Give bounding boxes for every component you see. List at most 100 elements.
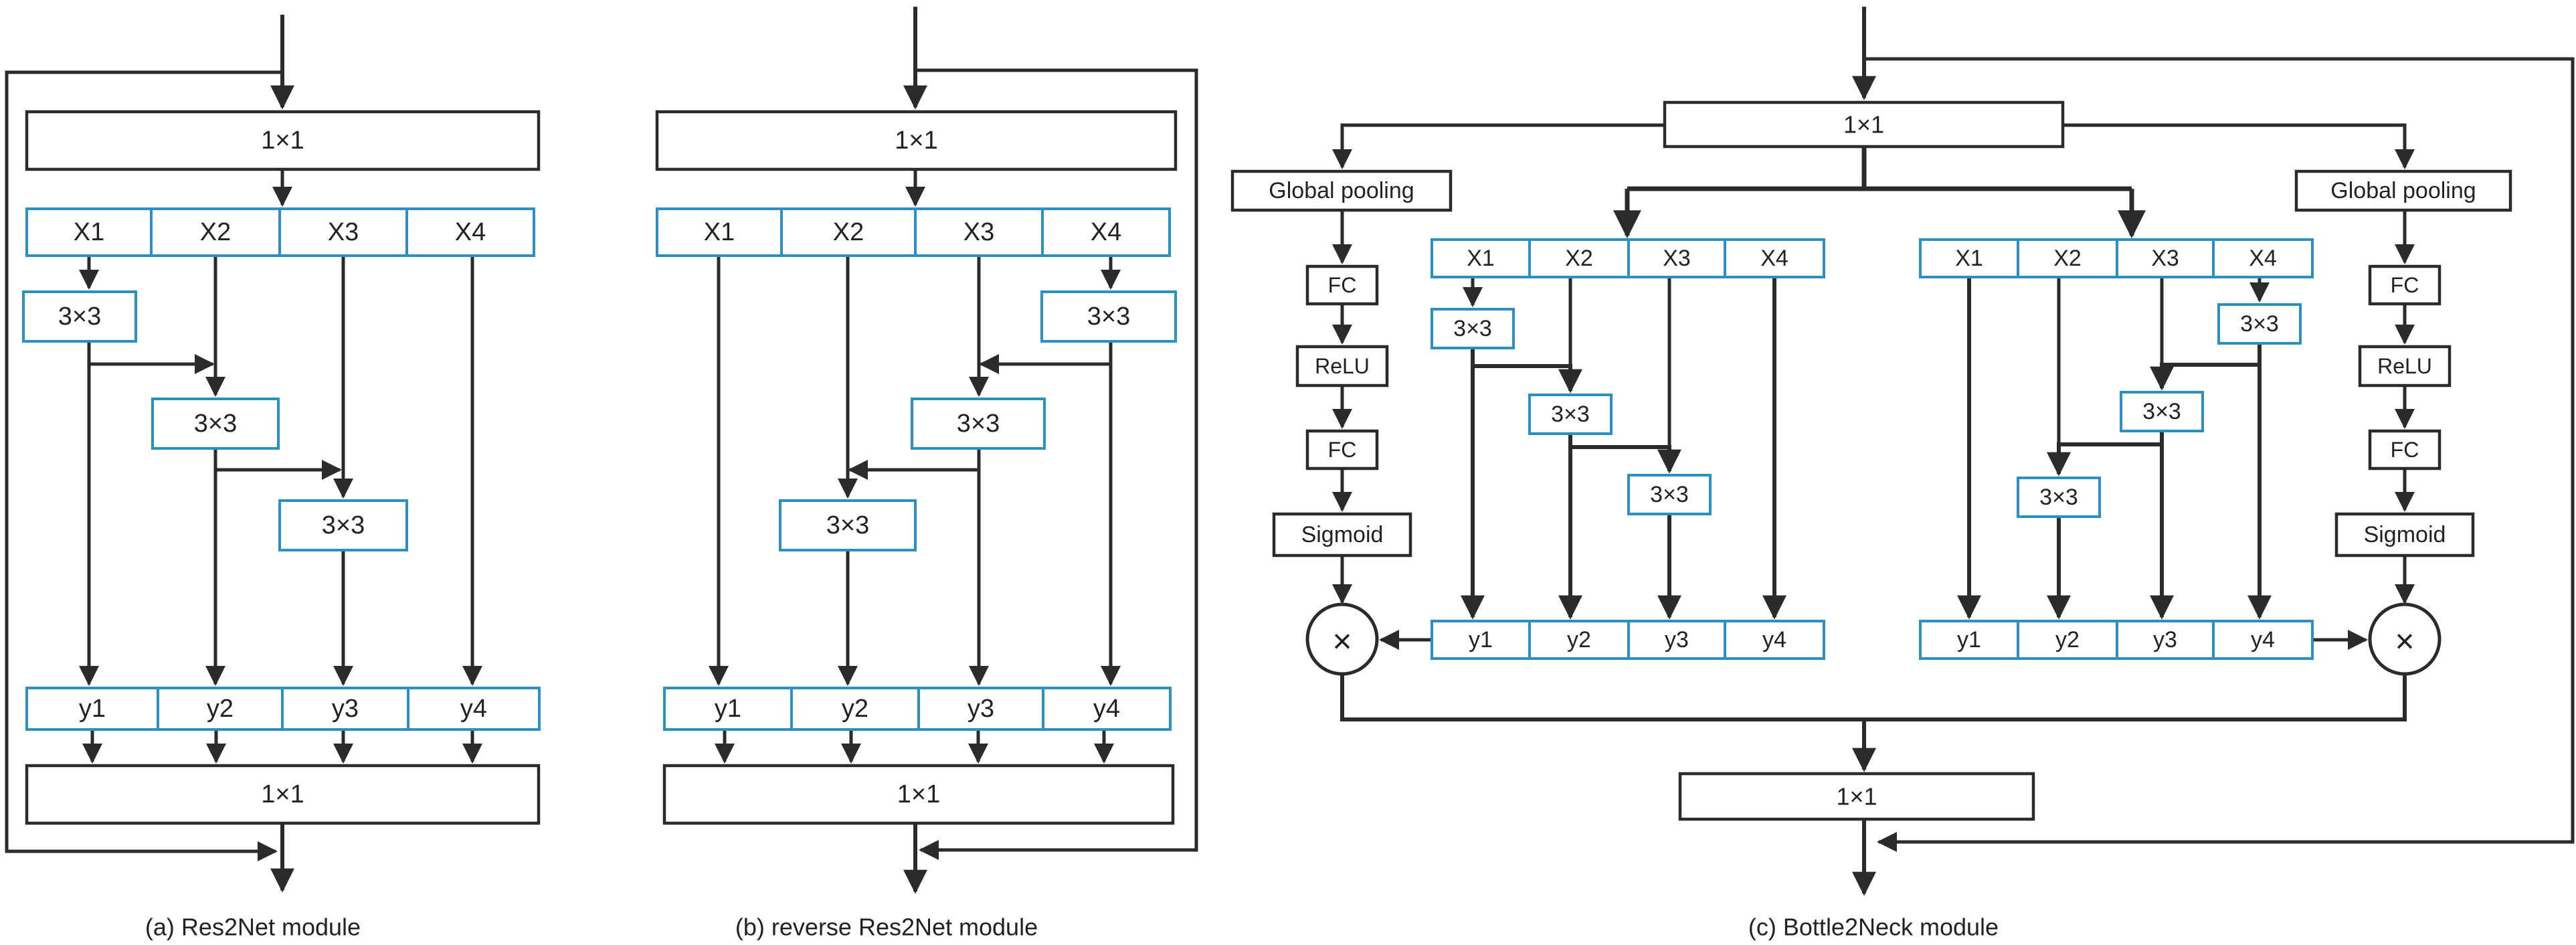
c-residual xyxy=(1864,57,2575,852)
a-conv3x3-1-label: 3×3 xyxy=(58,303,101,331)
c-inner-left-x-2 xyxy=(1528,238,1630,278)
b-conv1x1-bottom-label: 1×1 xyxy=(897,780,940,808)
c-inner-left-x-3-label: X3 xyxy=(1663,246,1691,271)
c-inner-right-y-4 xyxy=(2212,620,2314,660)
a-x-4-label: X4 xyxy=(455,218,486,246)
a-y-1-label: y1 xyxy=(79,695,106,723)
a-x-3-label: X3 xyxy=(328,218,359,246)
c-conv1x1-bottom xyxy=(1678,772,2035,821)
c-right-relu-label: ReLU xyxy=(2377,354,2432,378)
c-inner-left-conv3x3-2 xyxy=(1528,394,1613,435)
a-conv1x1-bottom xyxy=(25,764,541,825)
a-conv3x3-3 xyxy=(278,499,408,551)
c-left-global-pooling-label: Global pooling xyxy=(1269,178,1414,203)
c-left-fc-2 xyxy=(1305,429,1379,470)
b-y-3-label: y3 xyxy=(968,695,994,723)
c-right-global-pooling-label: Global pooling xyxy=(2330,178,2476,203)
a-x-4 xyxy=(405,207,535,257)
b-x-4-label: X4 xyxy=(1091,218,1121,246)
c-inner-right-x-1-label: X1 xyxy=(1955,246,1983,271)
c-right-fc-1-label: FC xyxy=(2391,273,2419,297)
a-x-2 xyxy=(150,207,281,257)
c-inner-right-arrow-feed1 xyxy=(2150,363,2260,391)
c-inner-left-arrow-feed2 xyxy=(1570,445,1681,474)
c-inner-right-x-1 xyxy=(1919,238,2019,278)
c-inner-left-conv3x3-1-label: 3×3 xyxy=(1453,316,1492,341)
c-right-fc-2-label: FC xyxy=(2391,438,2419,462)
b-conv1x1-bottom xyxy=(662,764,1175,825)
b-conv3x3-2-label: 3×3 xyxy=(957,410,1000,438)
c-inner-right-y-3-label: y3 xyxy=(2153,627,2177,653)
a-y-4 xyxy=(407,687,541,731)
c-inner-right-y-1 xyxy=(1919,620,2019,660)
c-inner-right-x-4-label: X4 xyxy=(2249,246,2277,271)
c-left-sigmoid xyxy=(1272,512,1412,557)
c-left-fc-2-label: FC xyxy=(1328,438,1357,462)
c-inner-left-y-1-label: y1 xyxy=(1469,627,1493,653)
b-conv3x3-1 xyxy=(1040,290,1177,343)
b-x-4 xyxy=(1041,207,1171,257)
connector-lines xyxy=(5,7,2575,896)
c-inner-right-y-4-label: y4 xyxy=(2251,627,2275,653)
diagram-boxes xyxy=(22,100,2512,825)
c-inner-right-conv3x3-1 xyxy=(2217,303,2302,345)
c-left-sigmoid-label: Sigmoid xyxy=(1301,522,1384,547)
c-inner-right-x-3-label: X3 xyxy=(2151,246,2179,271)
c-left-relu xyxy=(1295,345,1389,388)
c-conv1x1-top xyxy=(1663,100,2065,149)
b-caption: (b) reverse Res2Net module xyxy=(735,914,1038,941)
a-conv3x3-3-label: 3×3 xyxy=(322,511,365,539)
b-conv3x3-3 xyxy=(779,499,917,551)
a-x-1 xyxy=(25,207,153,257)
c-inner-left-y-3 xyxy=(1627,620,1726,660)
c-inner-right-x-2-label: X2 xyxy=(2053,246,2082,271)
c-inner-left-conv3x3-3 xyxy=(1627,474,1712,515)
c-right-sigmoid xyxy=(2334,512,2475,557)
a-conv3x3-2-label: 3×3 xyxy=(194,410,237,438)
a-x-1-label: X1 xyxy=(74,218,104,246)
c-inner-left-y-4 xyxy=(1724,620,1825,660)
c-inner-left-x-4-label: X4 xyxy=(1760,246,1788,271)
c-inner-right-y-2 xyxy=(2017,620,2118,660)
b-x-1-label: X1 xyxy=(704,218,735,246)
b-conv3x3-1-label: 3×3 xyxy=(1087,303,1130,331)
a-x-2-label: X2 xyxy=(200,218,231,246)
c-caption: (c) Bottle2Neck module xyxy=(1748,914,1999,941)
c-inner-left-conv3x3-2-label: 3×3 xyxy=(1551,402,1590,427)
c-inner-left-y-3-label: y3 xyxy=(1665,627,1689,653)
c-left-global-pooling xyxy=(1230,169,1453,212)
c-inner-right-arrow-feed2 xyxy=(2047,442,2162,477)
c-inner-left-y-2-label: y2 xyxy=(1567,627,1591,653)
c-inner-right-y-1-label: y1 xyxy=(1957,627,1981,653)
c-right-relu xyxy=(2358,345,2452,388)
c-right-se-feed xyxy=(2063,123,2415,169)
c-inner-left-conv3x3-3-label: 3×3 xyxy=(1650,482,1689,507)
c-inner-left-x-1-label: X1 xyxy=(1467,246,1495,271)
c-inner-left-y-4-label: y4 xyxy=(1762,627,1786,653)
a-y-1 xyxy=(25,687,159,731)
c-inner-right-conv3x3-2 xyxy=(2120,391,2204,432)
b-residual xyxy=(915,68,1198,860)
c-inner-left-x-3 xyxy=(1627,238,1726,278)
a-conv3x3-1 xyxy=(22,290,137,343)
c-conv1x1-top-label: 1×1 xyxy=(1843,111,1884,139)
c-inner-left-y-1 xyxy=(1431,620,1531,660)
c-inner-right-y-2-label: y2 xyxy=(2055,627,2080,653)
b-conv3x3-2 xyxy=(911,398,1046,450)
b-y-1-label: y1 xyxy=(715,695,741,723)
c-left-multiply-node xyxy=(1305,602,1379,676)
c-right-fc-1 xyxy=(2368,264,2442,306)
a-conv1x1-bottom-label: 1×1 xyxy=(261,780,304,808)
b-conv3x3-3-label: 3×3 xyxy=(826,511,869,539)
c-inner-left-x-1 xyxy=(1431,238,1531,278)
c-left-relu-label: ReLU xyxy=(1315,354,1370,378)
c-merge-bar xyxy=(1340,674,2407,721)
c-inner-left-x-2-label: X2 xyxy=(1565,246,1593,271)
c-left-fc-1-label: FC xyxy=(1328,273,1357,297)
a-conv3x3-2 xyxy=(151,398,280,450)
c-inner-right-x-4 xyxy=(2212,238,2314,278)
c-conv1x1-bottom-label: 1×1 xyxy=(1836,783,1877,810)
b-y-2-label: y2 xyxy=(842,695,868,723)
c-right-multiply-icon: × xyxy=(2395,622,2414,660)
